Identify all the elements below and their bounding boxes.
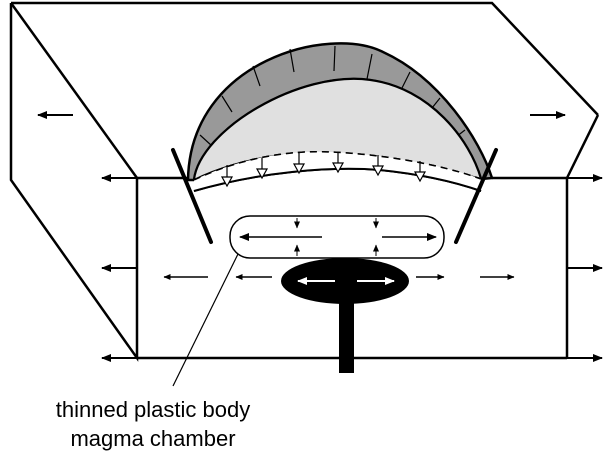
magma-chamber-label: magma chamber: [70, 426, 235, 451]
callout-leader-line: [172, 253, 239, 387]
top-face: [11, 1, 599, 116]
thinned-plastic-body: [229, 215, 445, 259]
normal-faults: [171, 148, 498, 244]
open-arrow-down-icon: [371, 155, 385, 177]
open-arrow-down-icon: [292, 153, 306, 175]
open-arrow-down-icon: [331, 152, 345, 174]
plastic-body-label: thinned plastic body: [56, 397, 250, 422]
left-fault: [171, 148, 213, 244]
open-arrow-down-icon: [413, 161, 427, 183]
left-side-face: [9, 3, 139, 362]
left-top-edge: [9, 2, 139, 179]
magma-feeder-conduit: [339, 290, 354, 373]
right-depth-edge: [565, 114, 600, 179]
subsidence-arrows: [220, 152, 427, 188]
magma-chamber: [281, 258, 409, 373]
open-arrow-down-icon: [255, 158, 269, 180]
extension-arrows: [37, 111, 603, 362]
right-fault: [454, 148, 498, 244]
lower-crust-layer: [193, 77, 482, 192]
front-face-right: [492, 176, 569, 358]
magma-chamber-ellipse: [281, 258, 409, 304]
open-arrow-down-icon: [220, 165, 234, 188]
